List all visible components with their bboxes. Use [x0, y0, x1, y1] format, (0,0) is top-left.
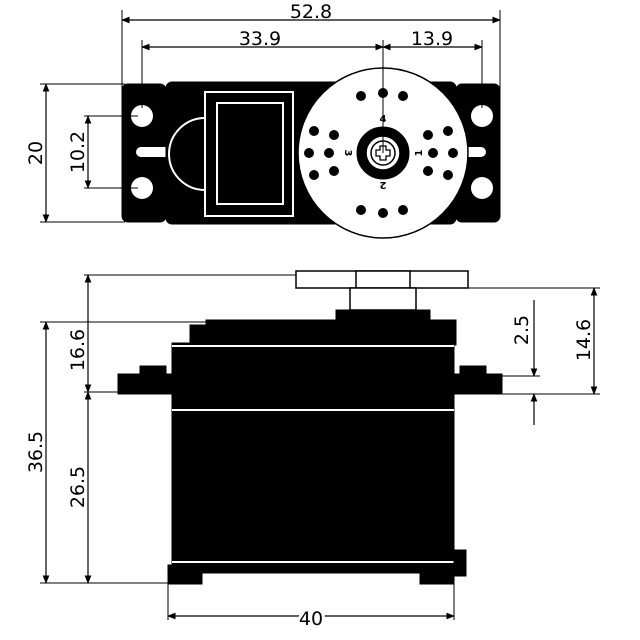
top-view: 4 3 1 2 52.8 33.9 13.9 20 10.2 — [25, 1, 501, 239]
right-ear-hole-top — [471, 105, 493, 127]
right-ear-hole-bottom — [471, 177, 493, 199]
left-mounting-flange — [117, 373, 173, 395]
label-window-outer — [204, 91, 294, 217]
body-bump — [168, 117, 206, 191]
dim-total-height: 36.5 — [25, 431, 47, 473]
dim-lower-height: 26.5 — [67, 466, 89, 508]
label-window-inner — [216, 102, 284, 205]
left-ear-hole-top — [131, 105, 153, 127]
top-step — [307, 319, 457, 346]
dim-body-width: 40 — [299, 608, 323, 630]
dim-center-to-left: 33.9 — [239, 28, 281, 50]
left-ear-hole-bottom — [131, 177, 153, 199]
cable-exit — [453, 549, 467, 577]
screw-cross-icon — [375, 145, 391, 161]
output-shaft — [355, 270, 411, 289]
horn-label-2: 2 — [379, 179, 386, 190]
dim-upper-height: 16.6 — [67, 329, 89, 371]
dim-spline-offset: 2.5 — [511, 315, 533, 345]
top-cap-main — [205, 319, 309, 346]
output-spline — [349, 287, 417, 311]
left-ear-slot — [136, 147, 170, 157]
side-view: 36.5 16.6 26.5 2.5 14.6 40 — [25, 270, 600, 633]
bottom-plate — [167, 564, 455, 574]
dim-overall-length: 52.8 — [290, 1, 332, 23]
horn-label-3: 3 — [342, 150, 353, 157]
horn-holes — [304, 88, 458, 218]
dim-width: 20 — [25, 141, 47, 165]
left-flange-top — [139, 365, 167, 375]
dim-hole-spacing: 10.2 — [67, 131, 89, 173]
right-mounting-flange — [453, 373, 503, 395]
dim-center-to-right: 13.9 — [411, 28, 453, 50]
right-flange-top — [459, 365, 487, 375]
shaft-collar — [335, 309, 431, 321]
horn-label-1: 1 — [414, 149, 425, 156]
dim-horn-height: 14.6 — [573, 319, 595, 361]
gear-housing — [171, 342, 455, 569]
